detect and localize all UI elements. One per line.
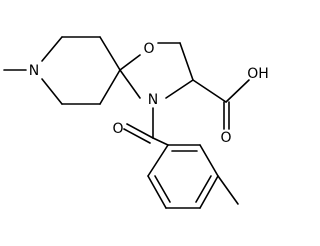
bond-ar-c5-c6-inner [154,175,171,203]
bond-c2-spiro [99,36,121,71]
molecule-structure: N O N O OH O [3,36,269,209]
bond-acid-c-oh [225,79,250,103]
bond-lines [3,36,250,209]
bond-c3h-amide-n [165,79,194,99]
bond-ar-methyl [217,175,239,205]
atom-label-ring-o: O [143,41,154,57]
atom-label-amine-n: N [29,63,39,79]
bond-amine-n-c1 [41,36,63,62]
bond-ar-c3-c4-inner [195,175,212,203]
bond-c3h-acid-c [192,79,227,103]
atom-label-amide-n: N [148,92,158,108]
atom-label-carbonyl-o: O [112,121,123,137]
atom-label-acid-o: O [220,130,231,146]
bond-spiro-ring-o [119,54,141,71]
bond-ar-c6-c1 [147,144,169,177]
bond-ar-c5-c6 [147,175,167,209]
bond-c4-amine-n [41,78,63,105]
bond-amide-n-spiro [119,69,141,99]
atom-labels: N O N O OH O [29,41,269,146]
bond-carbonyl-c-o-a [126,123,154,139]
atom-label-acid-oh: OH [247,66,269,82]
bond-ch2-c3h [179,42,194,81]
bond-carbonyl-c-aryl [152,137,169,146]
bond-ar-c3-c4 [199,175,219,209]
bond-carbonyl-c-o-b [123,128,151,144]
bond-spiro-c3 [99,69,121,105]
bond-ar-c2-c3 [199,144,219,177]
